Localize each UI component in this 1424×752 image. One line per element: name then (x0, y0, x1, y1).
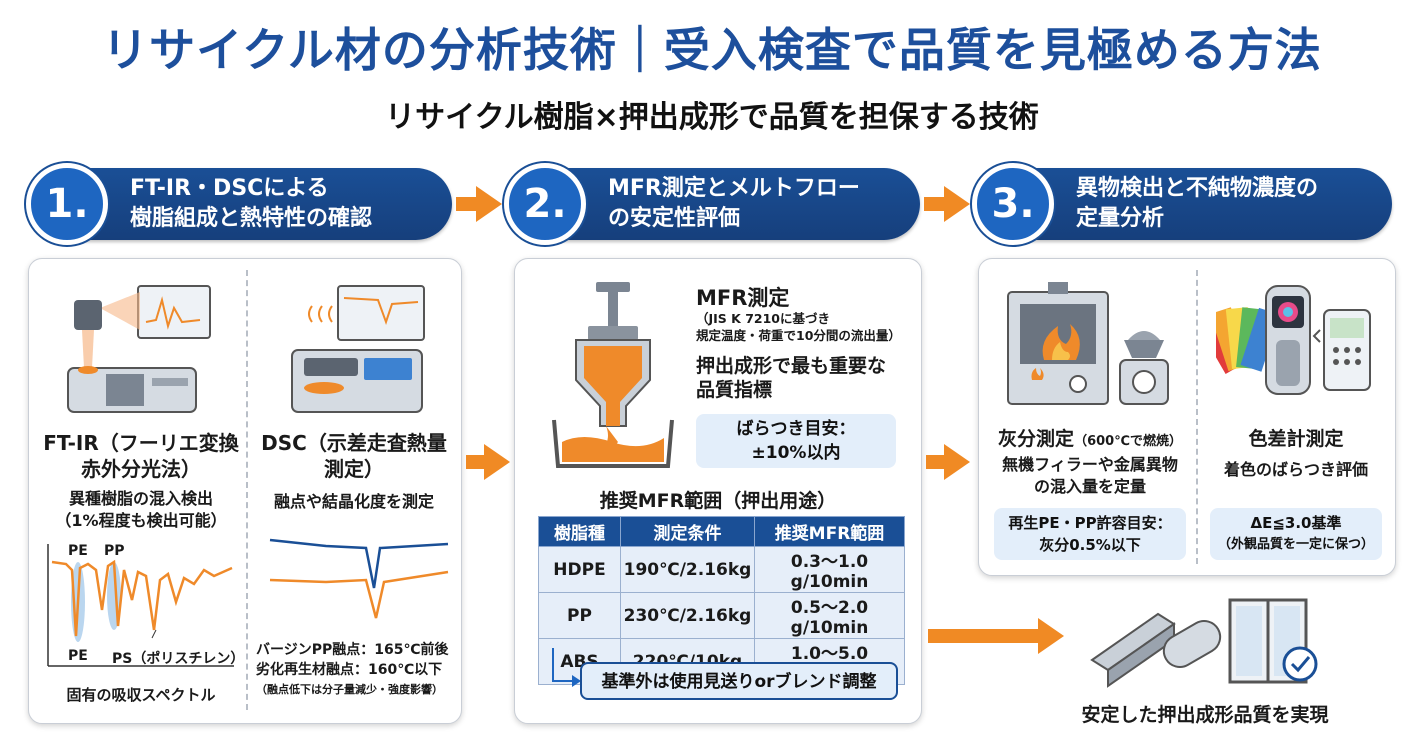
step-banner-1: 1. FT-IR・DSCによる 樹脂組成と熱特性の確認 (26, 163, 452, 245)
extruded-products-icon (1090, 598, 1318, 688)
mfr-key-indicator: 押出成形で最も重要な 品質指標 (696, 354, 886, 402)
step-label-line: 異物検出と不純物濃度の (1076, 176, 1319, 201)
ftir-title: FT-IR（フーリエ変換 赤外分光法） (36, 430, 246, 482)
table-cell: 0.3〜1.0 g/10min (754, 546, 905, 593)
page-title: リサイクル材の分析技術｜受入検査で品質を見極める方法 (102, 23, 1322, 77)
table-cell: 190℃/2.16kg (620, 546, 755, 593)
ash-desc-line: 無機フィラーや金属異物 (1002, 455, 1178, 474)
ftir-description: 異種樹脂の混入検出 （1%程度も検出可能） (36, 488, 246, 532)
table-header-cell: 樹脂種 (538, 516, 621, 547)
mfr-subtext: （JIS K 7210に基づき 規定温度・荷重で10分間の流出量） (696, 310, 901, 344)
table-header-cell: 推奨MFR範囲 (754, 516, 905, 547)
mfr-sub-line: （JIS K 7210に基づき (696, 311, 830, 326)
ftir-instrument-icon (67, 285, 211, 413)
ftir-title-line: 赤外分光法） (81, 457, 201, 481)
step-label-line: 定量分析 (1076, 206, 1165, 231)
ash-title-note: （600℃で燃焼） (1074, 434, 1182, 449)
ash-limit-box: 再生PE・PP許容目安： 灰分0.5%以下 (994, 508, 1186, 560)
step-banner-3: 3. 異物検出と不純物濃度の 定量分析 (972, 163, 1392, 245)
step-banner-2: 2. MFR測定とメルトフロー の安定性評価 (504, 163, 920, 245)
variance-line: ばらつき目安： (736, 419, 856, 439)
mfr-tester-icon (552, 282, 674, 468)
step-banner-label: MFR測定とメルトフロー の安定性評価 (608, 174, 860, 234)
dsc-curve-chart (269, 538, 449, 619)
step-banner-label: FT-IR・DSCによる 樹脂組成と熱特性の確認 (130, 174, 372, 234)
panel-divider (246, 270, 248, 710)
step-label-line: の安定性評価 (608, 206, 741, 231)
dsc-description: 融点や結晶化度を測定 (273, 492, 434, 511)
step-number-badge: 2. (504, 163, 586, 245)
table-row: PP 230℃/2.16kg 0.5〜2.0 g/10min (538, 592, 905, 639)
dsc-notes: バージンPP融点：165℃前後 劣化再生材融点：160℃以下 （融点低下は分子量… (256, 640, 460, 700)
ftir-spectrum-chart (47, 544, 234, 667)
result-caption: 安定した押出成形品質を実現 (1081, 704, 1329, 726)
connector-line (552, 648, 554, 682)
flow-arrow-icon (466, 444, 510, 480)
color-limit-line: ΔE≦3.0基準 (1250, 514, 1342, 532)
page-subtitle: リサイクル樹脂×押出成形で品質を担保する技術 (385, 100, 1039, 135)
flow-arrow-icon (924, 186, 970, 222)
connector-arrow-icon (572, 675, 581, 687)
variance-line: ±10%以内 (751, 443, 841, 463)
ftir-desc-line: 異種樹脂の混入検出 (68, 489, 213, 508)
peak-label-pp: PP (104, 543, 125, 559)
step-label-line: MFR測定とメルトフロー (608, 176, 860, 201)
ash-furnace-icon (1007, 282, 1169, 405)
dsc-note-line: バージンPP融点：165℃前後 (256, 642, 449, 658)
dsc-note-line: （融点低下は分子量減少・強度影響） (256, 683, 443, 696)
table-cell: 230℃/2.16kg (620, 592, 755, 639)
mfr-action-box: 基準外は使用見送りorブレンド調整 (580, 662, 898, 700)
step-label-line: FT-IR・DSCによる (130, 176, 329, 201)
flow-arrow-icon (926, 444, 970, 480)
mfr-key-line: 品質指標 (696, 379, 773, 401)
ash-description: 無機フィラーや金属異物 の混入量を定量 (984, 454, 1196, 498)
mfr-table-title: 推奨MFR範囲（押出用途） (599, 490, 837, 512)
panel-divider (1196, 270, 1198, 564)
step-number-badge: 1. (26, 163, 108, 245)
table-cell: PP (538, 592, 621, 639)
dsc-title-line: 測定） (324, 457, 384, 481)
mfr-key-line: 押出成形で最も重要な (696, 355, 887, 377)
dsc-title: DSC（示差走査熱量 測定） (252, 430, 456, 482)
ash-limit-line: 再生PE・PP許容目安： (1008, 514, 1172, 532)
peak-label-ps: PS（ポリスチレン） (112, 651, 245, 667)
ftir-desc-line: （1%程度も検出可能） (55, 511, 227, 530)
step-number-badge: 3. (972, 163, 1054, 245)
flow-arrow-icon (456, 186, 502, 222)
step-banner-label: 異物検出と不純物濃度の 定量分析 (1076, 174, 1318, 234)
ash-limit-line: 灰分0.5%以下 (1039, 536, 1141, 554)
ash-title: 灰分測定 (998, 428, 1075, 450)
table-header-row: 樹脂種 測定条件 推奨MFR範囲 (538, 516, 905, 547)
ash-desc-line: の混入量を定量 (1033, 477, 1146, 496)
peak-label-pe-bottom: PE (68, 648, 88, 664)
peak-label-pe-top: PE (68, 543, 88, 559)
table-row: HDPE 190℃/2.16kg 0.3〜1.0 g/10min (538, 546, 905, 593)
ftir-caption: 固有の吸収スペクトル (66, 686, 216, 704)
dsc-note-line: 劣化再生材融点：160℃以下 (256, 662, 443, 678)
mfr-table: 樹脂種 測定条件 推奨MFR範囲 HDPE 190℃/2.16kg 0.3〜1.… (538, 516, 905, 685)
table-header-cell: 測定条件 (620, 516, 755, 547)
mfr-table-wrap: 樹脂種 測定条件 推奨MFR範囲 HDPE 190℃/2.16kg 0.3〜1.… (538, 516, 905, 685)
connector-line (552, 680, 574, 682)
mfr-heading: MFR測定 (696, 286, 790, 310)
color-description: 着色のばらつき評価 (1223, 460, 1368, 479)
dsc-title-line: DSC（示差走査熱量 (261, 431, 447, 455)
mfr-sub-line: 規定温度・荷重で10分間の流出量） (696, 328, 901, 343)
step-label-line: 樹脂組成と熱特性の確認 (130, 206, 373, 231)
table-cell: HDPE (538, 546, 621, 593)
ftir-title-line: FT-IR（フーリエ変換 (43, 431, 239, 455)
dsc-instrument-icon (291, 285, 425, 413)
mfr-variance-box: ばらつき目安： ±10%以内 (696, 414, 896, 468)
result-flow-arrow-icon (928, 618, 1064, 654)
color-title: 色差計測定 (1248, 428, 1344, 450)
color-limit-line: （外観品質を一定に保つ） (1217, 537, 1374, 552)
color-limit-box: ΔE≦3.0基準 （外観品質を一定に保つ） (1210, 508, 1382, 560)
ash-title-row: 灰分測定（600℃で燃焼） (984, 424, 1196, 451)
colorimeter-icon (1216, 285, 1371, 395)
table-cell: 0.5〜2.0 g/10min (754, 592, 905, 639)
